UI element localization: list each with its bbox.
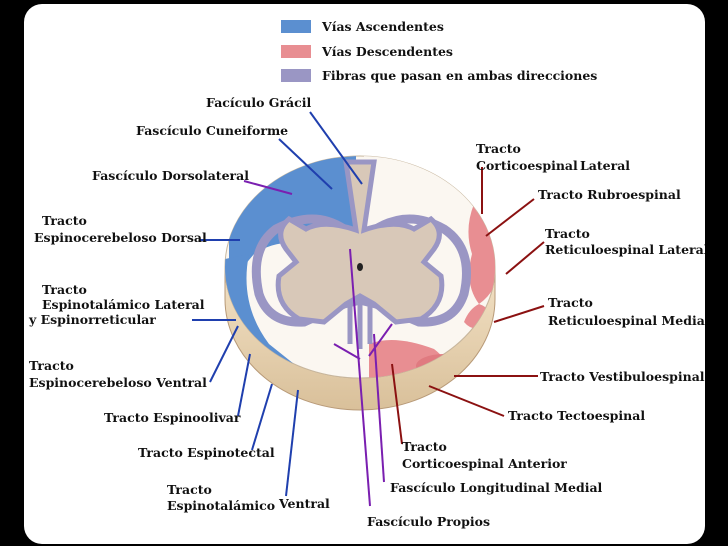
label-corticoespinal-anterior-1: Tracto bbox=[402, 439, 447, 454]
leader-longitudinal-medial bbox=[373, 333, 385, 483]
label-rubroespinal: Tracto Rubroespinal bbox=[538, 187, 681, 202]
legend-label-both: Fibras que pasan en ambas direcciones bbox=[322, 68, 597, 83]
label-corticoespinal-lateral-2: Corticoespinal bbox=[476, 158, 578, 173]
label-reticuloespinal-medial-1: Tracto bbox=[548, 295, 593, 310]
leader-rubroespinal bbox=[485, 198, 535, 237]
label-espinotalamico-ventral-3: Ventral bbox=[278, 496, 330, 511]
legend-swatch-descending bbox=[281, 45, 311, 58]
label-corticoespinal-lateral-3: Lateral bbox=[580, 158, 630, 173]
leader-propios-c bbox=[368, 323, 393, 357]
leader-propios bbox=[349, 248, 371, 507]
ascending-lateral-band bbox=[225, 254, 294, 378]
spinal-cord-section bbox=[224, 155, 496, 411]
leader-corticoespinal-anterior bbox=[391, 363, 403, 445]
gray-matter bbox=[275, 159, 445, 325]
label-espinotalamico-lateral-1: Tracto bbox=[42, 282, 87, 297]
leader-lines-ascending bbox=[192, 111, 363, 497]
leader-tectoespinal bbox=[428, 385, 505, 417]
legend-label-ascending: Vías Ascendentes bbox=[321, 19, 444, 34]
leader-lines-both bbox=[243, 180, 393, 507]
labels-left: Facículo Grácil Fascículo Cuneiforme Fas… bbox=[28, 95, 330, 513]
legend: Vías Ascendentes Vías Descendentes Fibra… bbox=[281, 19, 597, 83]
slide: Vías Ascendentes Vías Descendentes Fibra… bbox=[24, 4, 705, 544]
leader-reticuloespinal-medial bbox=[493, 305, 545, 323]
leader-dorsolateral bbox=[243, 180, 293, 195]
label-longitudinal-medial: Fascículo Longitudinal Medial bbox=[390, 480, 603, 495]
label-espinocerebeloso-ventral-2: Espinocerebeloso Ventral bbox=[29, 375, 207, 390]
label-espinotalamico-ventral-1: Tracto bbox=[167, 482, 212, 497]
label-tectoespinal: Tracto Tectoespinal bbox=[508, 408, 645, 423]
label-propios: Fascículo Propios bbox=[367, 514, 490, 529]
leader-espinotectal bbox=[251, 383, 273, 451]
leader-propios-b bbox=[333, 343, 361, 360]
leader-espinocerebeloso-ventral bbox=[209, 325, 239, 383]
descending-lateral bbox=[468, 204, 495, 304]
label-corticoespinal-anterior-2: Corticoespinal Anterior bbox=[402, 456, 567, 471]
spinal-cord-diagram: Vías Ascendentes Vías Descendentes Fibra… bbox=[28, 19, 705, 529]
label-fasciculo-cuneiforme: Fascículo Cuneiforme bbox=[136, 123, 288, 138]
label-fasciculo-dorsolateral: Fascículo Dorsolateral bbox=[92, 168, 249, 183]
leader-gracil bbox=[309, 111, 363, 185]
legend-swatch-ascending bbox=[281, 20, 311, 33]
label-reticuloespinal-lateral-2: Reticuloespinal Lateral bbox=[545, 242, 705, 257]
leader-reticuloespinal-lateral bbox=[505, 241, 545, 275]
label-fasciculo-gracil: Facículo Grácil bbox=[206, 95, 312, 110]
legend-label-descending: Vías Descendentes bbox=[321, 44, 453, 59]
labels-right: Tracto Corticoespinal Lateral Tracto Rub… bbox=[367, 141, 705, 529]
label-espinotalamico-lateral-3: y Espinorreticular bbox=[28, 312, 156, 327]
central-canal bbox=[357, 263, 363, 271]
leader-espinoolivar bbox=[237, 353, 251, 417]
leader-espinotalamico-ventral bbox=[285, 389, 299, 497]
legend-swatch-both bbox=[281, 69, 311, 82]
leader-cuneiforme bbox=[278, 138, 333, 190]
leader-lines-descending bbox=[391, 167, 545, 445]
label-espinocerebeloso-ventral-1: Tracto bbox=[29, 358, 74, 373]
label-espinocerebeloso-dorsal-2: Espinocerebeloso Dorsal bbox=[34, 230, 207, 245]
label-reticuloespinal-lateral-1: Tracto bbox=[545, 226, 590, 241]
anterior-fissure bbox=[347, 300, 373, 349]
label-espinotalamico-lateral-2: Espinotalámico Lateral bbox=[42, 297, 205, 312]
label-espinotectal: Tracto Espinotectal bbox=[138, 445, 275, 460]
label-espinoolivar: Tracto Espinoolivar bbox=[104, 410, 241, 425]
label-espinocerebeloso-dorsal-1: Tracto bbox=[42, 213, 87, 228]
label-vestibuloespinal: Tracto Vestibuloespinal bbox=[540, 369, 705, 384]
label-corticoespinal-lateral-1: Tracto bbox=[476, 141, 521, 156]
label-reticuloespinal-medial-2: Reticuloespinal Medial bbox=[548, 313, 705, 328]
label-espinotalamico-ventral-2: Espinotalámico bbox=[167, 498, 275, 513]
